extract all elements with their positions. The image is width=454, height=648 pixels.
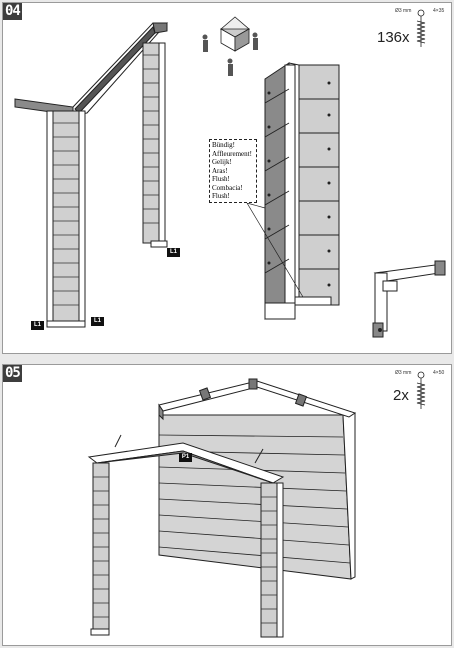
left-post-base [46, 320, 86, 328]
corner-joint-detail [372, 260, 446, 338]
step-number: 05 [3, 365, 22, 382]
wall-board-lines [264, 88, 339, 274]
flush-note: Bündig! Affleurement! Gelijk! Aras! Flus… [209, 139, 257, 203]
step-04-illustration [14, 9, 446, 338]
step-05-illustration [87, 371, 426, 638]
wall-section [264, 62, 340, 320]
flush-note-line: Flush! [212, 192, 230, 200]
gable-screw-marks [114, 434, 264, 464]
roof-beams [158, 378, 357, 421]
orientation-house-icon [219, 16, 251, 52]
part-label-l1: L1 [91, 317, 104, 326]
screw-diameter-label: Ø3 mm [395, 8, 412, 14]
note-leader-line [246, 202, 266, 209]
screw-length-label: 4×35 [433, 8, 445, 14]
flush-note-line: Bündig! [212, 141, 235, 149]
flush-note-line: Gelijk! [212, 158, 232, 166]
screw-length-label: 4×50 [433, 370, 445, 376]
screw-quantity: 136x [377, 29, 410, 46]
flush-note-line: Aras! [212, 166, 228, 175]
screw-icon [416, 9, 426, 47]
screw-diameter-label: Ø3 mm [395, 370, 412, 376]
step-04-panel: 04 Ø3 mm 4×35 136x Bündig! Affleurement!… [2, 2, 452, 354]
left-frame [14, 22, 169, 322]
note-leader-line-2 [246, 202, 304, 298]
step-number: 04 [3, 3, 22, 20]
right-post-base [150, 240, 168, 248]
part-label-l1: L1 [167, 248, 180, 257]
post-log-lines [93, 476, 277, 624]
wall-screw-marks [267, 81, 331, 287]
flush-note-line: Flush! [212, 175, 230, 183]
left-frame-log-lines [53, 54, 159, 306]
flush-note-line: Affleurement! [212, 149, 252, 158]
screw-quantity: 2x [393, 387, 409, 404]
front-left-post [90, 462, 110, 636]
back-wall [158, 414, 352, 580]
flush-note-line: Combacia! [212, 183, 243, 192]
front-right-post [260, 482, 284, 638]
back-wall-board-lines [158, 434, 351, 564]
part-label-p1: P1 [179, 453, 192, 462]
part-label-l1: L1 [31, 321, 44, 330]
step-05-panel: 05 Ø3 mm 4×50 2x P1 [2, 364, 452, 646]
screw-icon [416, 371, 426, 409]
person-figures-icon [202, 32, 258, 76]
